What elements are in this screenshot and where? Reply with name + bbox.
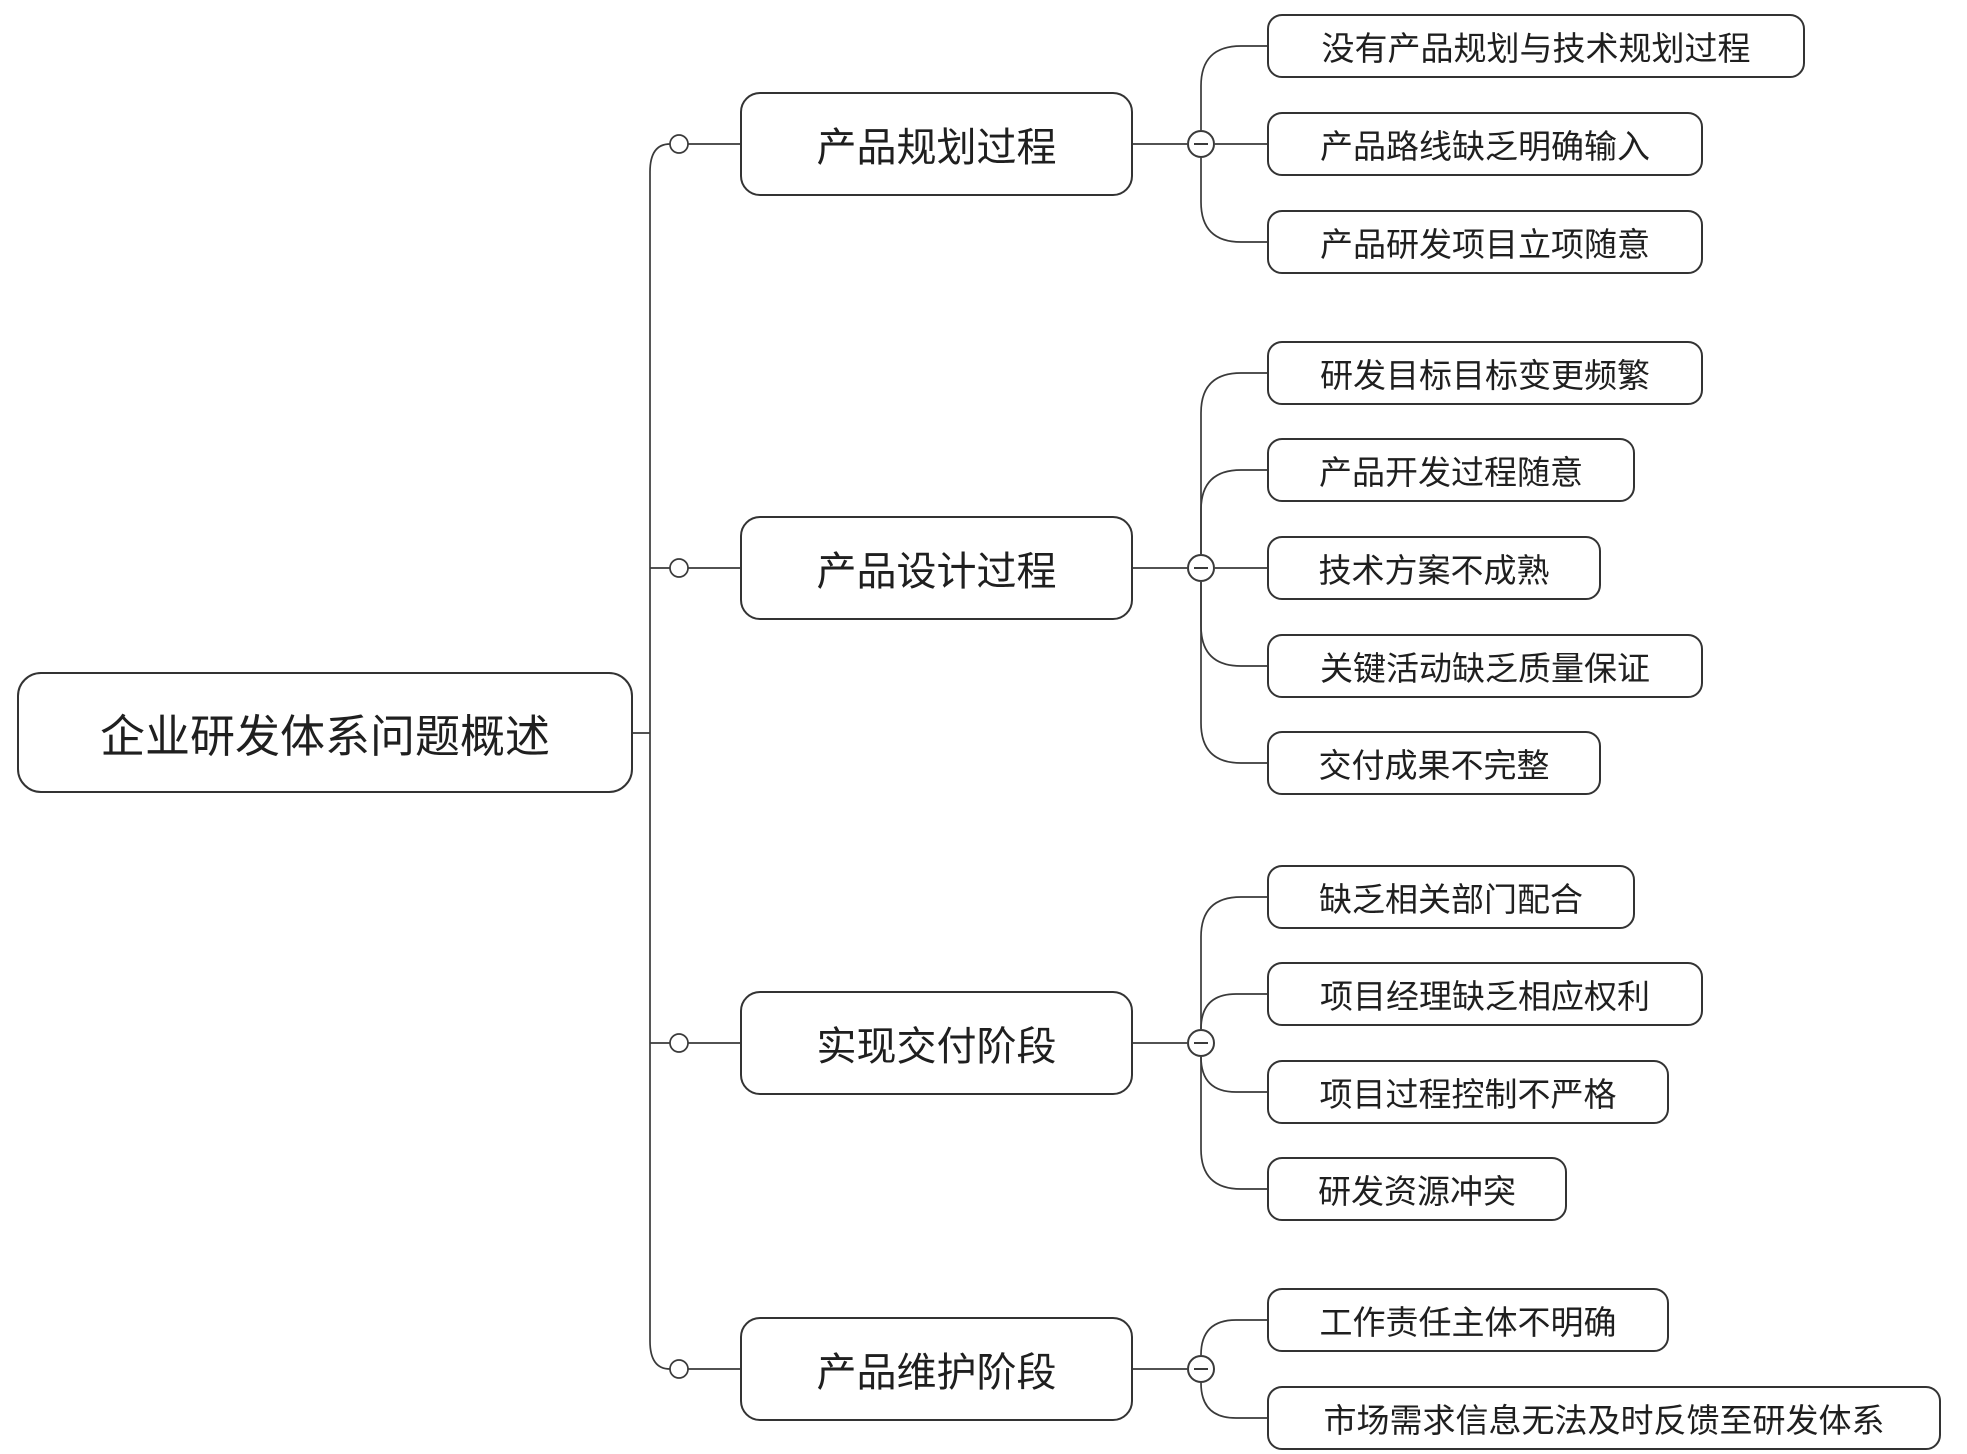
connector-b2-c1 — [1200, 372, 1267, 554]
child-node-loose-process-control[interactable]: 项目过程控制不严格 — [1267, 1060, 1669, 1124]
collapse-button-branch3[interactable] — [1187, 1029, 1215, 1057]
trunk-junction-icon — [669, 1359, 689, 1379]
child-node-frequent-goal-changes[interactable]: 研发目标目标变更频繁 — [1267, 341, 1703, 405]
connector-b4-c1 — [1200, 1319, 1267, 1356]
child-node-unclear-responsibility[interactable]: 工作责任主体不明确 — [1267, 1288, 1669, 1352]
connector-b3-c3 — [1200, 1056, 1267, 1093]
connector-b3-c2 — [1200, 993, 1267, 1030]
connector-b4-c2 — [1200, 1382, 1267, 1419]
minus-icon — [1194, 143, 1208, 145]
connector-b3-c4 — [1200, 1057, 1267, 1190]
connector-b2-c5 — [1200, 582, 1267, 764]
connector-trunk-down — [649, 733, 671, 1370]
collapse-button-branch2[interactable] — [1187, 554, 1215, 582]
connector-trunk-up — [649, 143, 671, 733]
child-node-arbitrary-dev-process[interactable]: 产品开发过程随意 — [1267, 438, 1635, 502]
child-node-no-quality-assurance[interactable]: 关键活动缺乏质量保证 — [1267, 634, 1703, 698]
child-node-resource-conflict[interactable]: 研发资源冲突 — [1267, 1157, 1567, 1221]
trunk-junction-icon — [669, 1033, 689, 1053]
branch-node-product-planning[interactable]: 产品规划过程 — [740, 92, 1133, 196]
child-node-immature-tech-solution[interactable]: 技术方案不成熟 — [1267, 536, 1601, 600]
connector-b1-c3 — [1200, 158, 1267, 243]
child-node-arbitrary-project-approval[interactable]: 产品研发项目立项随意 — [1267, 210, 1703, 274]
child-node-pm-lacks-authority[interactable]: 项目经理缺乏相应权利 — [1267, 962, 1703, 1026]
child-node-market-feedback-gap[interactable]: 市场需求信息无法及时反馈至研发体系 — [1267, 1386, 1941, 1450]
child-node-incomplete-deliverables[interactable]: 交付成果不完整 — [1267, 731, 1601, 795]
child-node-no-planning-process[interactable]: 没有产品规划与技术规划过程 — [1267, 14, 1805, 78]
child-node-roadmap-no-input[interactable]: 产品路线缺乏明确输入 — [1267, 112, 1703, 176]
trunk-junction-icon — [669, 558, 689, 578]
branch-node-maintenance-stage[interactable]: 产品维护阶段 — [740, 1317, 1133, 1421]
collapse-button-branch1[interactable] — [1187, 130, 1215, 158]
minus-icon — [1194, 1042, 1208, 1044]
minus-icon — [1194, 567, 1208, 569]
connector-b2-c2 — [1200, 469, 1267, 554]
trunk-junction-icon — [669, 134, 689, 154]
branch-node-delivery-stage[interactable]: 实现交付阶段 — [740, 991, 1133, 1095]
connector-b2-c4 — [1200, 582, 1267, 667]
branch-node-product-design[interactable]: 产品设计过程 — [740, 516, 1133, 620]
collapse-button-branch4[interactable] — [1187, 1355, 1215, 1383]
connector-b3-c1 — [1200, 896, 1267, 1029]
root-node[interactable]: 企业研发体系问题概述 — [17, 672, 633, 793]
connector-b1-c1 — [1200, 45, 1267, 130]
minus-icon — [1194, 1368, 1208, 1370]
child-node-lack-dept-cooperation[interactable]: 缺乏相关部门配合 — [1267, 865, 1635, 929]
